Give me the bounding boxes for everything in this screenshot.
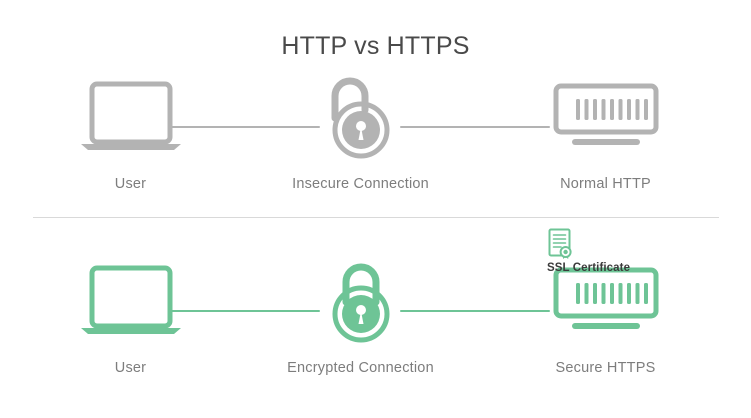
- node-server-https: Secure HTTPS: [513, 262, 698, 376]
- padlock-art-https: [268, 262, 453, 346]
- ssl-certificate-callout: SSL Certificate: [547, 228, 630, 274]
- unlocked-padlock-icon: [331, 77, 389, 159]
- node-label-user-http: User: [114, 176, 147, 192]
- node-label-connection-https: Encrypted Connection: [287, 360, 434, 376]
- node-user-https: User: [38, 262, 223, 376]
- node-label-connection-http: Insecure Connection: [292, 176, 429, 192]
- ssl-certificate-label: SSL Certificate: [547, 262, 631, 274]
- section-divider: [33, 217, 719, 218]
- node-label-user-https: User: [114, 360, 147, 376]
- server-art-https: [513, 262, 698, 346]
- node-connection-https: Encrypted Connection: [268, 262, 453, 376]
- connector-user-to-lock-http: [168, 126, 320, 128]
- laptop-icon: [80, 265, 181, 334]
- page-title: HTTP vs HTTPS: [281, 32, 470, 60]
- server-icon: [553, 267, 658, 329]
- laptop-art-https: [38, 262, 223, 346]
- locked-padlock-icon: [332, 263, 389, 343]
- connector-lock-to-server-http: [400, 126, 550, 128]
- laptop-art-http: [38, 78, 223, 162]
- connector-lock-to-server-https: [400, 310, 550, 312]
- server-art-http: [513, 78, 698, 162]
- node-label-server-http: Normal HTTP: [560, 176, 651, 192]
- http-row: User Insecure Connection: [0, 77, 751, 228]
- connector-user-to-lock-https: [168, 310, 320, 312]
- server-icon: [553, 83, 658, 145]
- ssl-certificate-art: [547, 228, 630, 260]
- node-user-http: User: [38, 78, 223, 192]
- laptop-icon: [80, 81, 181, 150]
- https-row: User Encrypted Connection: [0, 262, 751, 412]
- node-server-http: Normal HTTP: [513, 78, 698, 192]
- node-label-server-https: Secure HTTPS: [555, 360, 656, 376]
- node-connection-http: Insecure Connection: [268, 77, 453, 192]
- certificate-seal-icon: [548, 228, 572, 259]
- padlock-art-http: [268, 77, 453, 162]
